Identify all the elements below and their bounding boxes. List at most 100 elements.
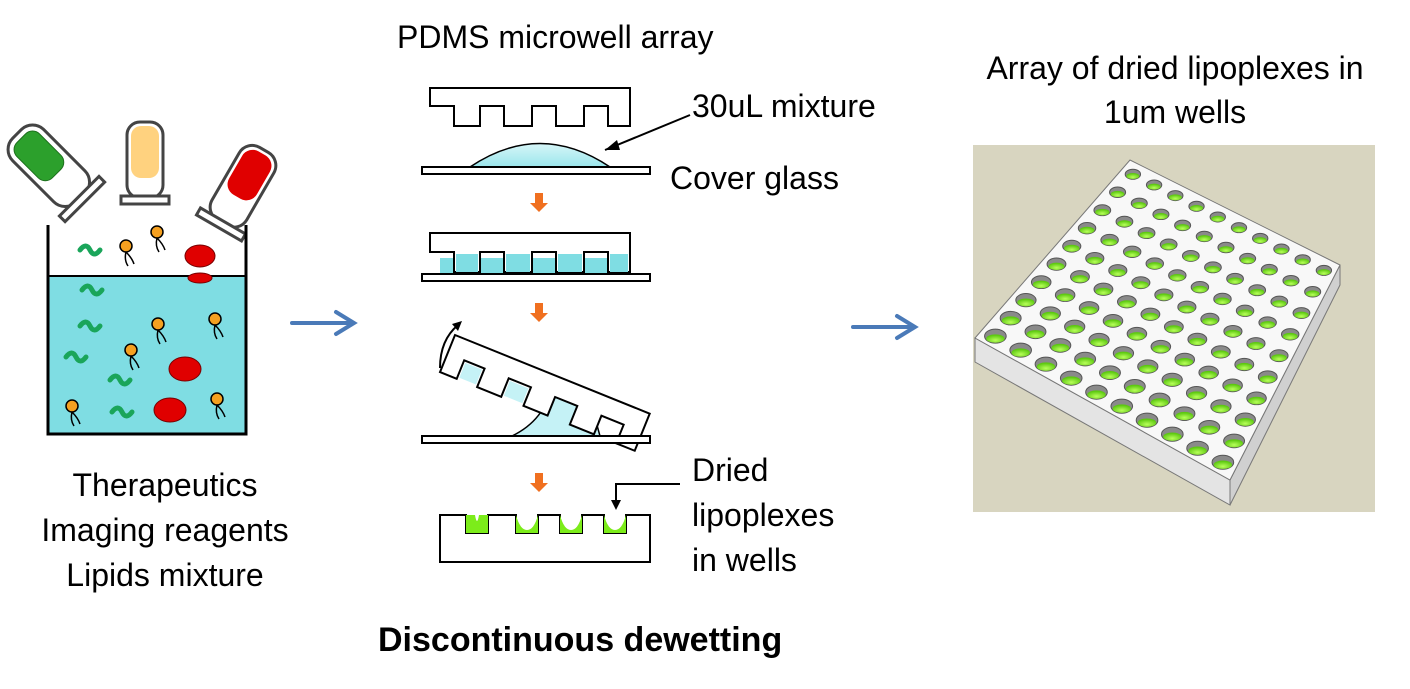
well	[1246, 337, 1266, 350]
well	[1145, 257, 1164, 270]
well	[1252, 232, 1269, 244]
dried-label-1: Dried	[692, 452, 769, 488]
well	[1046, 257, 1067, 271]
array-title-line1: Array of dried lipoplexes in	[986, 50, 1364, 86]
cover-glass-1	[421, 166, 651, 175]
well	[1148, 392, 1171, 408]
well	[1009, 342, 1032, 358]
well	[1223, 324, 1243, 338]
well	[1098, 365, 1121, 381]
well	[1112, 346, 1135, 361]
well	[1186, 440, 1209, 456]
well	[1273, 243, 1290, 255]
lipid-particles	[65, 225, 226, 427]
well	[1152, 208, 1170, 221]
well	[1269, 349, 1289, 363]
well	[1292, 307, 1311, 319]
vial-yellow	[119, 120, 171, 206]
well	[1167, 190, 1184, 202]
well	[1257, 370, 1278, 384]
well	[1124, 168, 1142, 180]
well	[1213, 292, 1232, 306]
well	[1102, 314, 1124, 328]
well	[1187, 332, 1208, 347]
peel-arrow	[439, 321, 462, 369]
well	[1198, 365, 1219, 380]
well	[1246, 391, 1267, 406]
dried-label-3: in wells	[692, 542, 797, 578]
well	[1024, 324, 1047, 340]
step-arrow-2	[530, 303, 548, 322]
well	[1039, 306, 1061, 321]
well	[1222, 378, 1243, 393]
well	[1131, 276, 1151, 290]
well	[1226, 272, 1244, 285]
well	[1223, 433, 1246, 449]
well	[1077, 222, 1097, 235]
well	[1217, 241, 1235, 254]
cover-glass-3	[421, 435, 651, 444]
well	[1204, 261, 1222, 274]
well	[1174, 352, 1196, 367]
red-particles	[153, 244, 216, 423]
well	[1137, 359, 1159, 374]
well	[1239, 252, 1257, 265]
well	[1085, 251, 1105, 265]
well	[1160, 426, 1184, 442]
dried-pointer	[611, 483, 680, 510]
well	[1034, 356, 1058, 372]
well	[1198, 419, 1221, 435]
well	[1150, 339, 1172, 354]
flow-arrow-1	[290, 310, 358, 336]
well	[1140, 307, 1161, 321]
well	[1190, 281, 1210, 294]
cover-glass-label: Cover glass	[670, 160, 839, 196]
well	[1161, 372, 1183, 387]
well	[1235, 304, 1255, 317]
dried-wells	[439, 514, 651, 563]
well	[1116, 295, 1137, 309]
well	[1070, 270, 1090, 284]
well	[1059, 370, 1083, 386]
well	[1168, 269, 1187, 282]
well	[1188, 200, 1205, 212]
well	[1234, 357, 1255, 372]
flow-arrow-2	[851, 314, 919, 340]
vial-red	[194, 143, 278, 243]
well	[1280, 328, 1300, 341]
process-title: Discontinuous dewetting	[378, 621, 783, 659]
well	[1154, 288, 1174, 302]
well	[1130, 197, 1148, 209]
pdms-array-label: PDMS microwell array	[397, 19, 714, 55]
well	[984, 328, 1007, 344]
well	[1159, 238, 1178, 251]
well	[1062, 239, 1082, 253]
well	[1174, 219, 1192, 232]
well	[1115, 215, 1134, 228]
array-title-line2: 1um wells	[1103, 94, 1247, 130]
well	[1088, 332, 1110, 348]
cover-glass-2	[421, 273, 651, 282]
well	[1200, 312, 1220, 326]
well	[1211, 454, 1235, 470]
well	[1185, 385, 1208, 401]
well	[1260, 263, 1278, 276]
well	[1030, 275, 1052, 290]
well	[1093, 204, 1112, 217]
well	[1126, 326, 1148, 341]
vial-green	[6, 123, 107, 224]
well	[1145, 179, 1163, 191]
step-arrow-1	[530, 193, 548, 212]
pdms-stamp-3	[438, 333, 652, 453]
well	[1173, 406, 1196, 421]
mixture-pointer	[604, 114, 691, 151]
well	[1054, 288, 1076, 302]
well	[1234, 412, 1256, 427]
worm-particles	[63, 243, 135, 419]
well	[1210, 399, 1232, 414]
step-arrow-3	[530, 473, 548, 492]
well	[1049, 338, 1072, 353]
well	[1209, 211, 1226, 223]
beaker	[46, 225, 248, 436]
